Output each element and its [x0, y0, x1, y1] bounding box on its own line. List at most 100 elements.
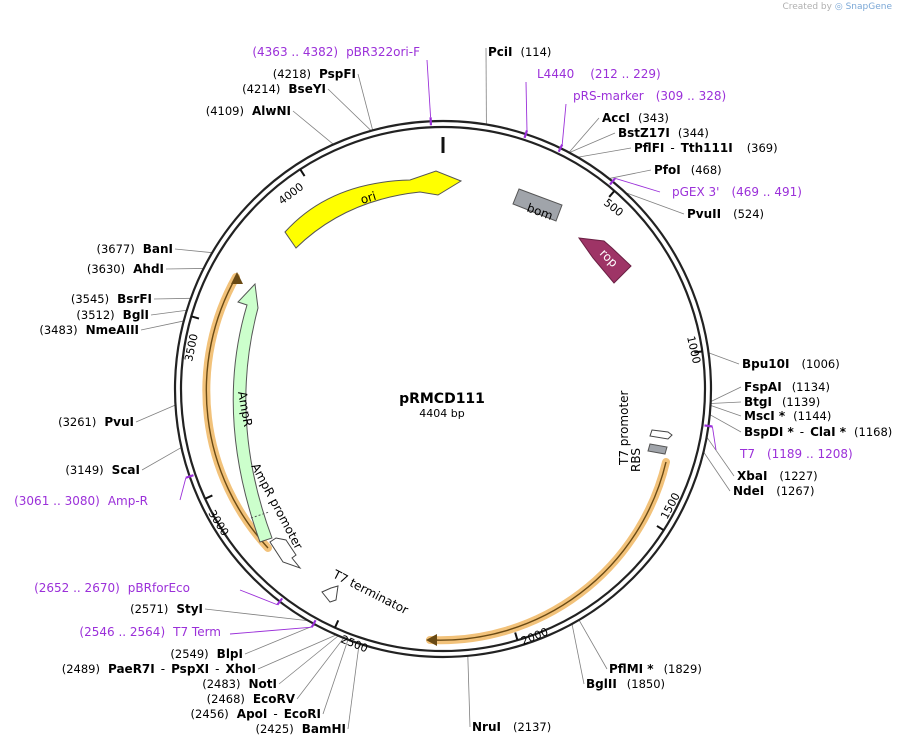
site-ahdi[interactable]: (3630)AhdI [87, 262, 164, 276]
site-bamhi[interactable]: (2425)BamHI [255, 722, 346, 736]
primer-mark [704, 424, 713, 428]
site-leader-line [153, 297, 191, 300]
tick-mark [694, 350, 703, 354]
primer-mark [609, 177, 616, 186]
t7-promoter-icon[interactable] [649, 429, 673, 440]
tick-mark [514, 632, 519, 641]
site-ecorv[interactable]: (2468)EcoRV [207, 692, 296, 706]
site-fspai[interactable]: FspAI(1134) [744, 380, 830, 394]
primer-mark [557, 144, 564, 153]
site-leader-line [204, 608, 309, 622]
primer-pgex3[interactable]: pGEX 3'(469 .. 491) [672, 185, 802, 199]
site-leader-line [296, 637, 345, 700]
site-nrui[interactable]: NruI(2137) [472, 720, 551, 734]
site-leader-line [708, 352, 740, 365]
site-pflfi-tth111i[interactable]: PflFI-Tth111I(369) [634, 141, 778, 155]
site-bani[interactable]: (3677)BanI [96, 242, 173, 256]
tick-mark [656, 525, 665, 532]
site-pvui[interactable]: (3261)PvuI [58, 415, 134, 429]
credit-brand: SnapGene [845, 2, 892, 12]
primer-prs-marker[interactable]: pRS-marker(309 .. 328) [573, 89, 726, 103]
ampr-feature[interactable] [232, 282, 273, 543]
backbone-outer-strand [173, 119, 713, 659]
site-leader-line [710, 401, 742, 404]
site-bsrfi[interactable]: (3545)BsrFI [71, 292, 152, 306]
site-bstz17i[interactable]: BstZ17I(344) [618, 126, 709, 140]
site-leader-line [174, 248, 213, 254]
site-alwni[interactable]: (4109)AlwNI [206, 104, 291, 118]
primer-pbr322ori-f[interactable]: (4363 .. 4382)pBR322ori-F [252, 45, 420, 59]
site-pvuii-right[interactable]: PvuII(524) [687, 207, 764, 221]
site-bpu10i[interactable]: Bpu10I(1006) [742, 357, 840, 371]
primer-t7[interactable]: T7(1189 .. 1208) [739, 447, 853, 461]
primer-l4440[interactable]: L4440(212 .. 229) [537, 67, 661, 81]
site-noti[interactable]: (2483)NotI [202, 677, 277, 691]
site-leader-line [577, 147, 632, 158]
ori-feature[interactable] [284, 170, 463, 249]
site-styi[interactable]: (2571)StyI [130, 602, 203, 616]
site-leader-line [322, 639, 349, 715]
site-leader-line [625, 192, 685, 215]
site-leader-line [327, 88, 372, 132]
tick-marks [191, 168, 703, 641]
site-leader-line [141, 447, 182, 471]
primer-t7-term[interactable]: (2546 .. 2564)T7 Term [79, 625, 221, 639]
site-leader-line [568, 117, 600, 153]
primer-mark [185, 474, 194, 479]
site-xbai[interactable]: XbaI(1227) [737, 469, 818, 483]
rbs-feature[interactable] [647, 443, 668, 455]
site-pflmi[interactable]: PflMI *(1829) [609, 662, 702, 676]
site-leader-line [706, 436, 735, 477]
primer-mark [523, 129, 529, 139]
site-bgli[interactable]: (3512)BglI [76, 308, 149, 322]
site-btgi[interactable]: BtgI(1139) [744, 395, 820, 409]
bom-feature[interactable] [512, 188, 563, 222]
rbs-label: RBS [629, 448, 643, 472]
t7-terminator-icon[interactable] [321, 585, 339, 603]
site-pcii[interactable]: PciI(114) [488, 45, 551, 59]
ampr-orf-arrowhead [231, 272, 243, 284]
primer-mark [276, 597, 284, 606]
rop-feature[interactable] [577, 237, 632, 284]
site-nmeaiii[interactable]: (3483)NmeAIII [39, 323, 139, 337]
tick-label-500: 500 [601, 196, 626, 219]
site-acci[interactable]: AccI(343) [602, 111, 669, 125]
credit-prefix: Created by [782, 2, 832, 12]
snapgene-credit: Created by ◎ SnapGene [782, 2, 892, 12]
site-leader-line [244, 624, 316, 655]
ori-label: ori [359, 189, 378, 207]
site-ndei[interactable]: NdeI(1267) [733, 484, 815, 498]
site-bglii[interactable]: BglII(1850) [586, 677, 665, 691]
backbone-inner-strand [179, 125, 707, 653]
primer-leader-line [179, 477, 187, 501]
site-msci[interactable]: MscI *(1144) [744, 409, 831, 423]
site-leader-line [703, 451, 731, 492]
site-bseyi[interactable]: (4214)BseYI [242, 82, 326, 96]
primer-leader-line [229, 626, 312, 635]
primer-pbrforeco[interactable]: (2652 .. 2670)pBRforEco [34, 581, 190, 595]
primer-leader-line [614, 177, 661, 193]
site-leader-line [569, 132, 616, 154]
ampr-orf-line[interactable] [205, 276, 269, 549]
ampr-label: AmpR [235, 390, 255, 428]
site-leader-line [709, 414, 742, 433]
plasmid-length: 4404 bp [419, 407, 464, 420]
site-leader-line [150, 309, 187, 316]
site-leader-line [608, 169, 652, 179]
tick-mark [191, 315, 200, 320]
insert-orf-line[interactable] [429, 461, 667, 641]
site-pspfi[interactable]: (4218)PspFI [273, 67, 356, 81]
tick-label-3000: 3000 [205, 508, 231, 539]
primer-amp-r[interactable]: (3061 .. 3080)Amp-R [14, 494, 148, 508]
ampr-promoter-arrow-icon[interactable] [269, 537, 302, 570]
site-apoi-ecori[interactable]: (2456)ApoI-EcoRI [191, 707, 321, 721]
site-bspdi-clai[interactable]: BspDI *-ClaI *(1168) [744, 425, 892, 439]
site-paer7i-pspxi-xhoi[interactable]: (2489)PaeR7I-PspXI-XhoI [62, 662, 256, 676]
site-pfoi[interactable]: PfoI(468) [654, 163, 722, 177]
site-leader-line [571, 623, 585, 685]
ampr-promoter-divider [250, 511, 270, 519]
primer-leader-line [711, 426, 717, 451]
site-scai[interactable]: (3149)ScaI [65, 463, 140, 477]
site-blpi[interactable]: (2549)BlpI [170, 647, 243, 661]
